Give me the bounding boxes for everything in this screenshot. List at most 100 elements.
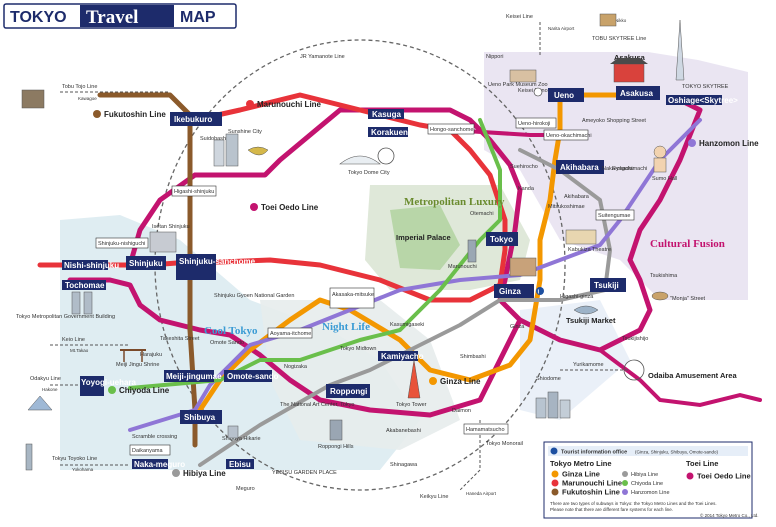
svg-text:Ueno-hirokoji: Ueno-hirokoji: [518, 121, 550, 127]
station-yoyogi-uehara[interactable]: Yoyogi-uehara: [80, 376, 137, 396]
label-tokyo-tower: Tokyo Tower: [396, 402, 427, 408]
line-oedo-daimon: [598, 348, 762, 408]
legend-oedo: Toei Oedo Line: [697, 472, 751, 481]
svg-text:Asakusa: Asakusa: [620, 89, 653, 98]
station-tochomae[interactable]: Tochomae: [62, 280, 106, 290]
svg-text:Ueno: Ueno: [554, 91, 574, 100]
legend-info-note: (Ginza, Shinjuku, Shibuya, Omote-sando): [635, 450, 719, 455]
svg-text:Korakuen: Korakuen: [371, 128, 408, 137]
line-name-hanzomon: Hanzomon Line: [688, 139, 759, 148]
label-suehirocho: Suehirocho: [510, 164, 538, 170]
station-shinjuku-sanchome[interactable]: Shinjuku-sanchome: [176, 254, 256, 280]
label-roppongi-hills: Roppongi Hills: [318, 444, 354, 450]
legend-hibiya: Hibiya Line: [631, 472, 658, 478]
svg-text:Akasaka-mitsuke: Akasaka-mitsuke: [332, 292, 374, 298]
svg-text:Marunouchi Line: Marunouchi Line: [257, 100, 322, 109]
station-aoyama-itchome[interactable]: Aoyama-itchome: [267, 327, 313, 339]
ueno-park-illustration: [509, 69, 543, 97]
kabukiza-illustration: [565, 229, 597, 245]
station-tsukiji[interactable]: Tsukiji: [590, 278, 626, 292]
line-name-chiyoda: Chiyoda Line: [108, 386, 170, 395]
svg-text:Ikebukuro: Ikebukuro: [174, 115, 212, 124]
svg-text:Ginza: Ginza: [499, 287, 521, 296]
svg-text:Shibuya: Shibuya: [184, 413, 216, 422]
station-roppongi[interactable]: Roppongi: [326, 384, 370, 398]
station-nishi-shinjuku[interactable]: Nishi-shinjuku: [62, 260, 119, 270]
line-oedo-south: [67, 277, 523, 418]
station-omote-sando[interactable]: Omote-sando: [224, 370, 279, 382]
station-tokyo[interactable]: Tokyo: [486, 232, 518, 246]
dest-hakone: Hakone: [42, 387, 58, 392]
legend-copyright: © 2014 Tokyo Metro Co., Ltd.: [700, 512, 759, 518]
label-keio: Keio Line: [62, 337, 85, 343]
svg-text:Chiyoda Line: Chiyoda Line: [119, 386, 170, 395]
station-suitengumae[interactable]: Suitengumae: [595, 209, 635, 221]
legend-marunouchi: Marunouchi Line: [562, 479, 622, 488]
label-nippori: Nippori: [486, 54, 503, 60]
label-naka-okachimachi: Naka-okachimachi: [602, 166, 647, 172]
line-hanzomon: [128, 118, 702, 432]
label-ameyoko: Ameyoko Shopping Street: [582, 118, 646, 124]
svg-text:Kasuga: Kasuga: [372, 110, 401, 119]
svg-text:Cool Tokyo: Cool Tokyo: [204, 325, 258, 337]
station-shibuya[interactable]: Shibuya: [180, 410, 222, 424]
label-monja-street: "Monja" Street: [670, 296, 706, 302]
station-ueno-hirokoji[interactable]: Ueno-hirokoji: [515, 117, 557, 129]
station-asakusa[interactable]: Asakusa: [616, 86, 660, 100]
svg-text:Aoyama-itchome: Aoyama-itchome: [270, 331, 311, 337]
station-akasaka-mitsuke[interactable]: Akasaka-mitsuke: [329, 287, 375, 309]
svg-text:Hibiya Line: Hibiya Line: [183, 469, 226, 478]
station-ikebukuro[interactable]: Ikebukuro: [170, 112, 222, 126]
station-naka-meguro[interactable]: Naka-meguro: [132, 459, 185, 469]
station-hamamatsucho[interactable]: Hamamatsucho: [463, 423, 509, 435]
label-keisei-ueno: Keisei Ueno: [518, 88, 548, 94]
label-shinjuku-gyoen: Shinjuku Gyoen National Garden: [214, 293, 294, 299]
label-meiji-shrine: Meiji Jingu Shrine: [116, 362, 159, 368]
svg-text:Omote-sando: Omote-sando: [227, 372, 279, 381]
label-ueno-park: Ueno Park Museum Zoo: [488, 82, 548, 88]
shiodome-illustration: [535, 391, 571, 419]
svg-text:Fukutoshin Line: Fukutoshin Line: [104, 110, 166, 119]
legend-box: Tourist information office (Ginza, Shinj…: [543, 441, 759, 519]
station-daikanyama[interactable]: Daikanyama: [129, 444, 171, 456]
station-shinjuku[interactable]: Shinjuku: [126, 256, 166, 270]
station-kamiyacho[interactable]: Kamiyacho: [378, 351, 424, 361]
label-marunouchi-area: Marunouchi: [448, 264, 477, 270]
station-ginza[interactable]: Ginza: [494, 284, 534, 298]
station-ebisu[interactable]: Ebisu: [226, 459, 254, 469]
station-ueno[interactable]: Ueno: [548, 88, 584, 102]
area-bg-tsukiji: [520, 300, 630, 420]
legend-info-title: Tourist information office: [561, 450, 627, 456]
legend-toei-title: Toei Line: [686, 459, 718, 468]
label-ryogoku: Ryogoku: [612, 166, 634, 172]
nikko-illustration: [599, 13, 617, 27]
svg-text:Tokyo: Tokyo: [490, 235, 513, 244]
station-hongo-sanchome[interactable]: Hongo-sanchome: [427, 123, 475, 135]
monja-illustration: [651, 291, 669, 301]
line-name-oedo: Toei Oedo Line: [250, 203, 319, 212]
station-kasuga[interactable]: Kasuga: [368, 109, 404, 119]
svg-text:Ueno-okachimachi: Ueno-okachimachi: [546, 133, 592, 139]
title-tokyo: TOKYO: [10, 9, 67, 26]
svg-text:Oshiage<Skytree>: Oshiage<Skytree>: [668, 96, 738, 105]
station-oshiage[interactable]: Oshiage<Skytree>: [666, 95, 738, 105]
station-meiji-jingumae[interactable]: Meiji-jingumae: [164, 370, 222, 382]
tokyo-station-illustration: [509, 257, 537, 277]
label-tokyo-midtown: Tokyo Midtown: [340, 346, 376, 352]
svg-text:Tsukiji: Tsukiji: [594, 281, 619, 290]
station-ueno-okachimachi[interactable]: Ueno-okachimachi: [543, 129, 592, 141]
area-cultural-fusion: Cultural Fusion: [650, 238, 725, 250]
station-shinjuku-nishiguchi[interactable]: Shinjuku-nishiguchi: [95, 237, 149, 249]
svg-text:Nishi-shinjuku: Nishi-shinjuku: [64, 261, 119, 270]
svg-text:Shinjuku-nishiguchi: Shinjuku-nishiguchi: [98, 241, 145, 247]
station-akihabara[interactable]: Akihabara: [556, 160, 604, 174]
station-higashi-shinjuku[interactable]: Higashi-shinjuku: [171, 185, 217, 197]
svg-text:Shinjuku-sanchome: Shinjuku-sanchome: [179, 257, 256, 266]
svg-text:Hamamatsucho: Hamamatsucho: [466, 427, 505, 433]
line-name-hibiya: Hibiya Line: [172, 469, 226, 478]
dest-haneda: Haneda Airport: [466, 491, 497, 496]
station-korakuen[interactable]: Korakuen: [368, 127, 408, 137]
legend-fukutoshin: Fukutoshin Line: [562, 488, 620, 497]
label-isetan: Isetan Shinjuku: [152, 224, 190, 230]
hikarie-illustration: [227, 425, 239, 439]
